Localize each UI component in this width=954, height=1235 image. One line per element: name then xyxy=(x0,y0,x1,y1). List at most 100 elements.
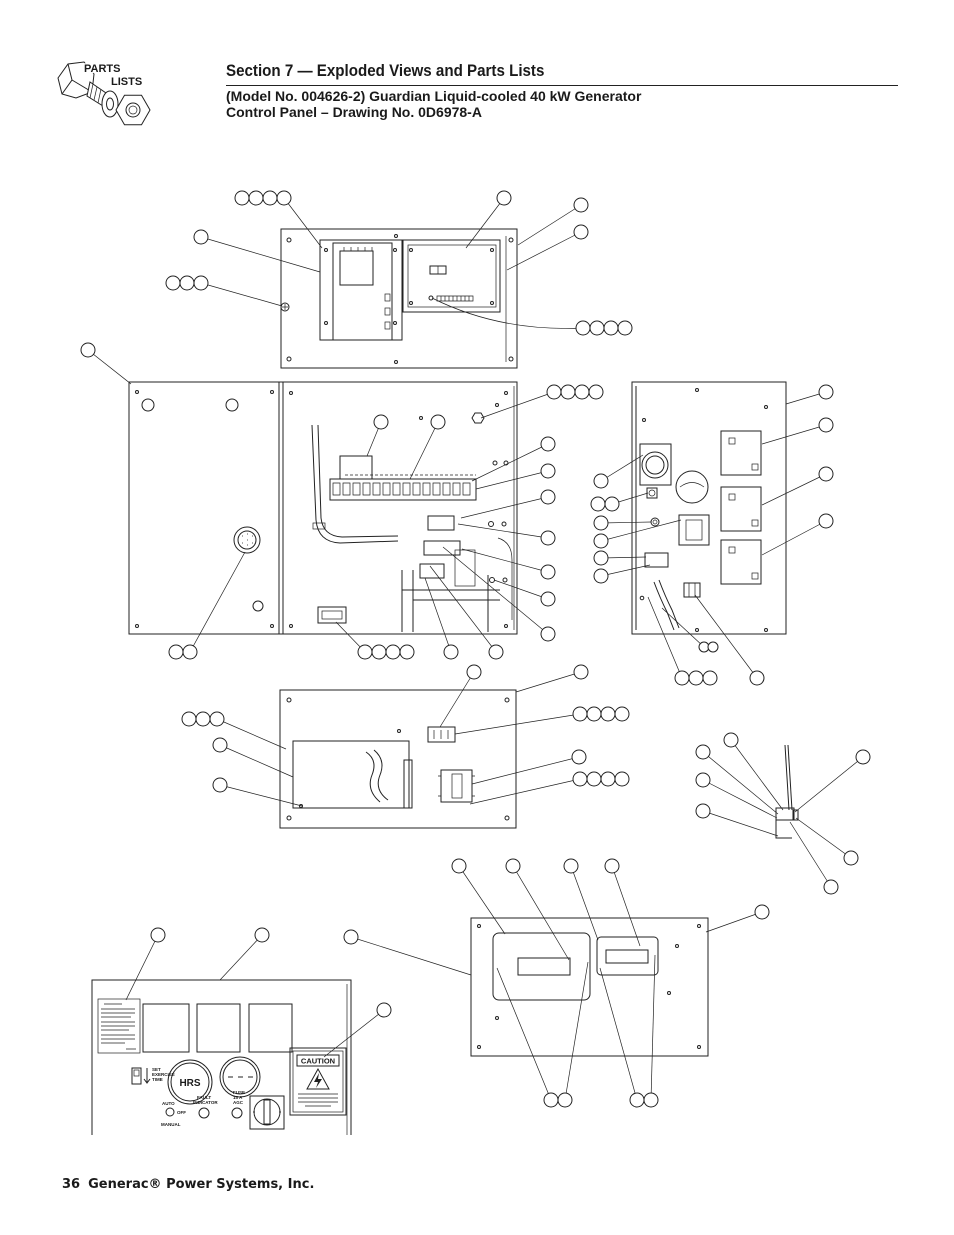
callout-balloon xyxy=(593,515,609,531)
callout-balloon xyxy=(573,197,589,213)
digital-meter-face xyxy=(222,1059,258,1095)
leader-line xyxy=(457,523,549,539)
mounting-hole xyxy=(289,624,293,628)
hour-meter-face xyxy=(170,1062,210,1102)
fuse-holder-cross xyxy=(282,304,288,310)
relay-terminal xyxy=(751,463,759,471)
callout-balloon xyxy=(150,927,166,943)
logo-parts-text: PARTS xyxy=(84,63,120,75)
panel-outline xyxy=(279,689,517,829)
lower-mounting-panel xyxy=(279,689,517,829)
callout-balloon xyxy=(604,496,620,512)
instruction-label xyxy=(97,998,141,1054)
mounting-hole xyxy=(490,301,494,305)
mounting-hole xyxy=(393,248,397,252)
company-name: Generac® Power Systems, Inc. xyxy=(88,1177,315,1192)
panel-outline xyxy=(631,381,787,635)
hour-meter-bezel xyxy=(167,1059,213,1105)
caution-header-box xyxy=(296,1054,340,1067)
callout-balloon xyxy=(643,1092,659,1108)
callout-balloon xyxy=(343,929,359,945)
connector-face xyxy=(237,530,257,550)
callout-balloon xyxy=(593,550,609,566)
callout-balloon xyxy=(818,384,834,400)
manual-label: MANUAL xyxy=(161,1122,181,1127)
callout-balloon xyxy=(818,417,834,433)
callout-balloon xyxy=(560,384,576,400)
leader-line xyxy=(702,751,779,815)
callout-balloon xyxy=(371,644,387,660)
panel-outline xyxy=(91,979,352,1135)
digital-meter-bezel xyxy=(219,1056,261,1098)
knob-plate xyxy=(249,1095,285,1130)
washer-icon xyxy=(101,90,119,118)
callout-balloon xyxy=(179,275,195,291)
indicator-lamp xyxy=(650,517,660,527)
mounting-hole xyxy=(504,624,508,628)
meter-window xyxy=(605,949,649,964)
knob-handle xyxy=(263,1099,271,1125)
meter-panel xyxy=(470,917,709,1057)
mounting-hole xyxy=(675,944,679,948)
leader-line xyxy=(512,865,570,961)
sensor-rod xyxy=(784,744,790,811)
leader-line xyxy=(600,519,682,542)
callout-balloon xyxy=(572,706,588,722)
main-breaker-knob xyxy=(249,1095,285,1130)
caution-label-outline xyxy=(289,1047,347,1116)
callout-balloon xyxy=(209,711,225,727)
caution-text-lines xyxy=(298,1093,338,1107)
auto-label: AUTO xyxy=(162,1101,175,1106)
leader-line xyxy=(705,911,763,933)
fuse-block xyxy=(423,540,461,556)
exercise-label-line: SET xyxy=(152,1067,161,1072)
mounting-hole xyxy=(508,356,514,362)
callout-balloon xyxy=(540,436,556,452)
callout-balloon xyxy=(357,644,373,660)
mounting-hole xyxy=(695,628,699,632)
callout-balloon xyxy=(385,644,401,660)
mounting-hole xyxy=(270,624,274,628)
callout-balloon xyxy=(855,749,871,765)
leader-line xyxy=(442,546,549,635)
section-title: Section 7 — Exploded Views and Parts Lis… xyxy=(226,61,545,80)
relay-terminals xyxy=(343,247,373,251)
callout-balloon xyxy=(688,670,704,686)
callout-balloon xyxy=(182,644,198,660)
callout-balloon xyxy=(600,706,616,722)
callout-balloon xyxy=(212,777,228,793)
mounting-hole xyxy=(504,391,508,395)
arrow-down-icon xyxy=(143,1068,151,1084)
bracket-tab xyxy=(384,307,391,316)
access-hole xyxy=(141,398,155,412)
callout-balloon xyxy=(586,771,602,787)
mounting-hole xyxy=(495,1016,499,1020)
bracket-tab xyxy=(384,321,391,330)
transformer-core xyxy=(451,773,463,799)
relay-terminal xyxy=(728,493,736,501)
callout-balloon xyxy=(573,664,589,680)
mounting-hole xyxy=(135,390,139,394)
relay-terminal xyxy=(751,572,759,580)
connector-pins xyxy=(242,533,253,546)
panel-connector xyxy=(317,606,347,624)
fuse-holder xyxy=(280,302,290,312)
meter-mount-detail xyxy=(679,482,705,488)
mounting-hole xyxy=(409,248,413,252)
mounting-hole xyxy=(503,460,509,466)
leader-line xyxy=(189,551,246,653)
leader-line xyxy=(761,520,827,556)
exercise-label-line: EXERCISE xyxy=(152,1072,175,1077)
callout-balloon xyxy=(195,711,211,727)
mounting-hole xyxy=(324,248,328,252)
fuse-label-line: 15 A xyxy=(233,1095,243,1100)
mounting-hole xyxy=(504,697,510,703)
callout-balloon xyxy=(818,513,834,529)
callout-balloon xyxy=(543,1092,559,1108)
model-subtitle: (Model No. 004626-2) Guardian Liquid-coo… xyxy=(226,88,642,104)
sensor-nut xyxy=(792,809,799,821)
relay-terminal xyxy=(751,519,759,527)
relay-box xyxy=(720,539,762,585)
drawing-subtitle: Control Panel – Drawing No. 0D6978-A xyxy=(226,104,482,120)
